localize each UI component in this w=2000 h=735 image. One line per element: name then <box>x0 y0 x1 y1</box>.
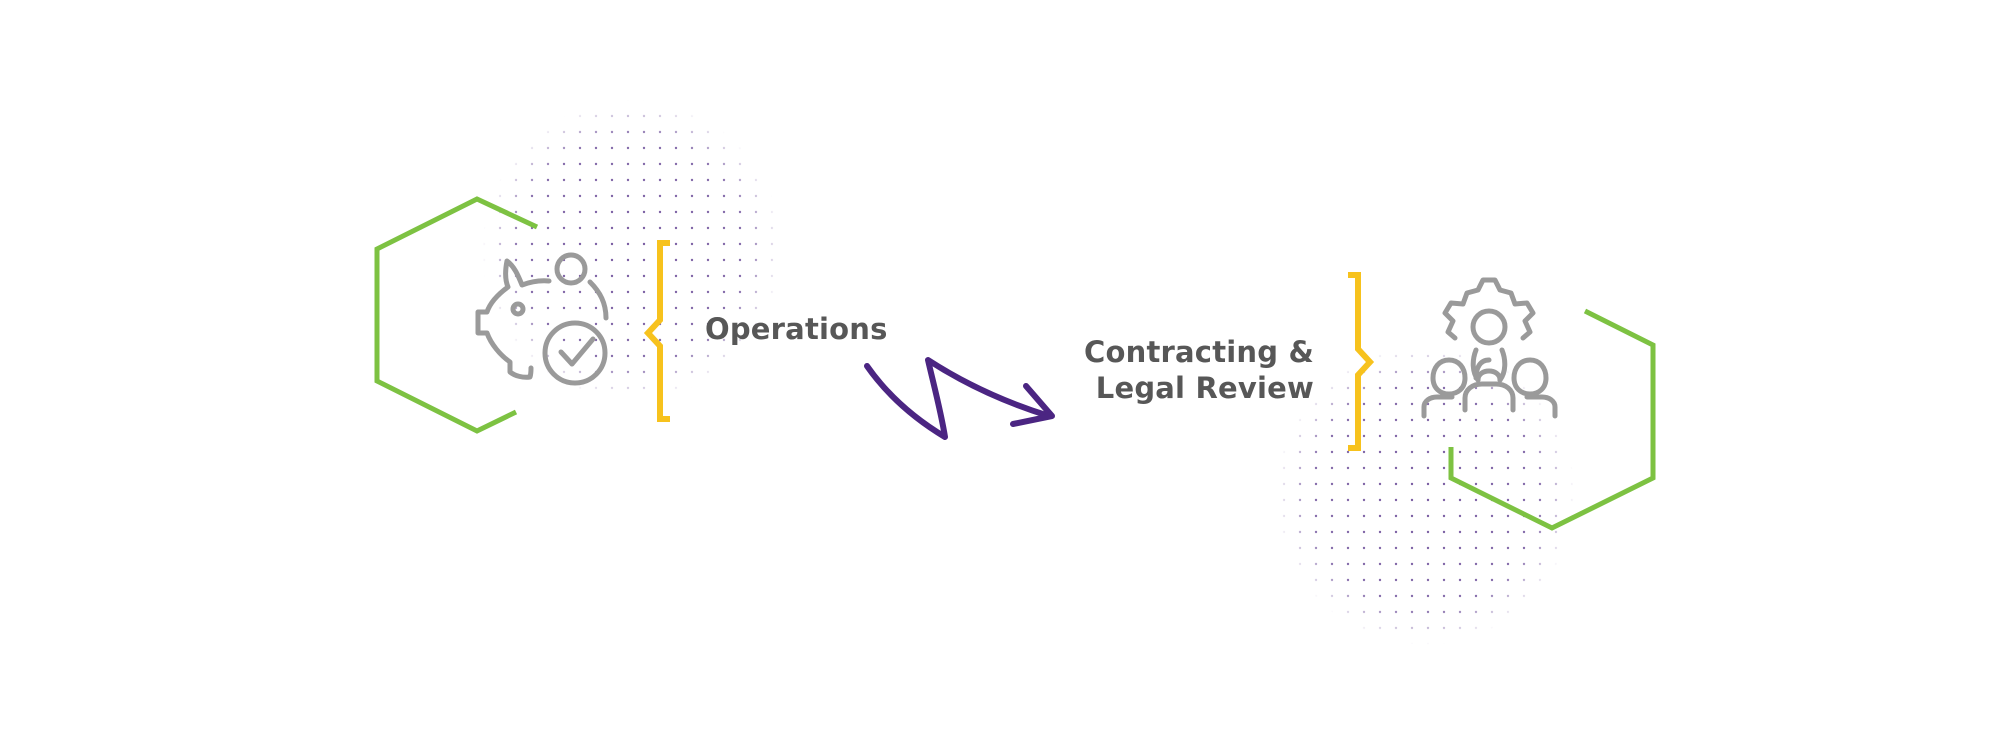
node-label-operations: Operations <box>705 312 888 346</box>
zigzag-arrow-connector <box>864 357 1055 440</box>
dot-pattern-left <box>470 90 800 420</box>
node-label-line-1: Contracting & <box>1084 335 1314 369</box>
hexagon-left <box>374 196 539 434</box>
piggy-bank-check-icon <box>475 252 609 386</box>
bracket-left <box>643 240 670 422</box>
node-label-contracting-legal-review: Contracting & Legal Review <box>1084 334 1314 406</box>
team-gear-icon <box>1421 277 1558 419</box>
hexagon-right <box>1448 308 1656 531</box>
node-label-line-2: Legal Review <box>1095 371 1314 405</box>
bracket-right <box>1348 272 1375 451</box>
